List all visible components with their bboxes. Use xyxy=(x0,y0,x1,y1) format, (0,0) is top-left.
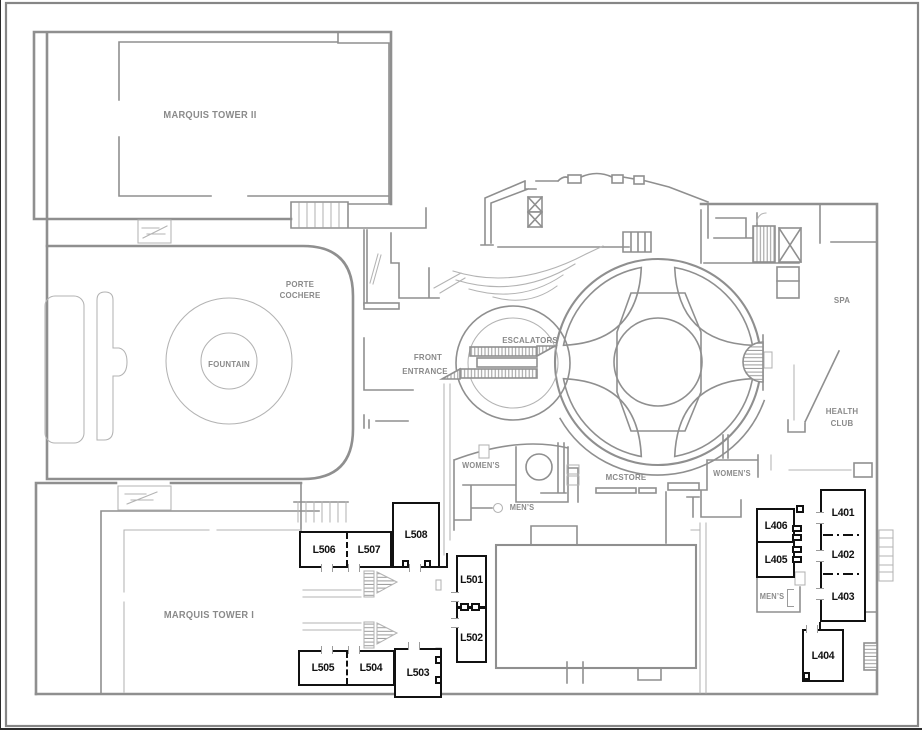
room-divider xyxy=(823,573,863,575)
label-mens-left: MEN’S xyxy=(509,503,535,512)
room-label: L506 xyxy=(312,543,335,556)
door-marker xyxy=(435,676,442,684)
escalator-arrow-up-icon xyxy=(536,345,559,358)
room-l503: L503 xyxy=(394,648,442,698)
stairs-icon xyxy=(752,225,776,263)
room-label: L402 xyxy=(831,548,855,561)
light-detail-layer xyxy=(44,202,894,694)
door-notch xyxy=(816,550,824,562)
room-l403: L403 xyxy=(822,575,864,618)
room-l401: L401 xyxy=(822,491,864,534)
room-l505: L505 xyxy=(300,652,348,684)
room-l502-label: L502 xyxy=(460,632,483,644)
door-notch xyxy=(348,564,360,572)
room-label: L406 xyxy=(764,519,787,532)
room-label: L401 xyxy=(831,506,855,519)
label-health-club-line2: CLUB xyxy=(830,418,854,428)
room-l406-l405: L406 L405 xyxy=(756,508,795,578)
room-label: L507 xyxy=(357,543,381,556)
room-label: L405 xyxy=(764,553,787,566)
door-marker xyxy=(435,656,442,664)
room-l501-label: L501 xyxy=(460,574,483,586)
door-notch xyxy=(321,646,333,654)
label-front-entrance-line1: FRONT xyxy=(413,352,443,362)
room-l506: L506 xyxy=(301,533,348,566)
room-l402: L402 xyxy=(822,536,864,573)
label-mens-right: MEN’S xyxy=(759,592,785,601)
label-womens-right: WOMEN’S xyxy=(713,469,751,478)
label-marquis-tower-2: MARQUIS TOWER II xyxy=(163,110,257,121)
door-marker xyxy=(792,525,802,532)
room-l507: L507 xyxy=(348,533,390,566)
door-notch xyxy=(321,564,333,572)
label-marquis-tower-1: MARQUIS TOWER I xyxy=(163,610,255,621)
door-marker xyxy=(792,556,802,563)
room-l406: L406 xyxy=(758,510,793,543)
atrium-rotunda xyxy=(455,257,766,481)
room-divider xyxy=(823,534,863,536)
door-notch xyxy=(451,618,459,628)
door-marker xyxy=(792,546,802,553)
spiral-stair-icon xyxy=(742,341,764,383)
room-label: L403 xyxy=(831,590,855,603)
door-marker xyxy=(471,603,480,611)
escalator-arrow-down-icon xyxy=(438,367,461,380)
outer-walls-layer xyxy=(32,30,879,696)
door-marker xyxy=(796,505,804,513)
label-front-entrance-line2: ENTRANCE xyxy=(402,366,448,376)
stairs-icon xyxy=(363,570,375,598)
door-notch xyxy=(409,564,421,572)
door-notch xyxy=(816,588,824,600)
label-mcstore: MCSTORE xyxy=(605,472,647,482)
room-l506-l507: L506 L507 xyxy=(299,531,392,568)
ballroom-walls xyxy=(494,543,698,670)
label-spa: SPA xyxy=(833,295,851,305)
page-frame xyxy=(4,1,920,728)
door-marker xyxy=(803,672,810,680)
room-l508: L508 xyxy=(392,502,440,568)
label-porte-cochere-line2: COCHERE xyxy=(279,290,321,300)
escalators-and-stairs xyxy=(363,174,878,671)
door-marker xyxy=(460,603,469,611)
door-notch xyxy=(451,592,459,602)
room-label: L508 xyxy=(404,529,428,541)
room-l405: L405 xyxy=(758,543,793,576)
room-label: L505 xyxy=(311,662,335,674)
door-marker xyxy=(402,560,409,568)
room-l505-l504: L505 L504 xyxy=(298,650,395,686)
room-l504: L504 xyxy=(348,652,393,684)
room-label: L504 xyxy=(359,662,382,674)
label-womens-left: WOMEN’S xyxy=(462,461,500,470)
room-connector-walls xyxy=(439,553,821,629)
stairs-icon xyxy=(863,642,878,671)
room-label: L503 xyxy=(406,667,430,679)
interior-walls-layer xyxy=(100,32,878,694)
door-notch xyxy=(816,512,824,524)
label-health-club-line1: HEALTH xyxy=(825,406,859,416)
label-fountain: FOUNTAIN xyxy=(208,359,250,369)
label-porte-cochere-line1: PORTE xyxy=(285,279,315,289)
door-marker xyxy=(424,560,431,568)
room-label: L404 xyxy=(811,649,835,662)
door-notch xyxy=(408,642,420,650)
door-marker xyxy=(792,534,802,541)
door-notch xyxy=(806,625,818,633)
label-escalators: ESCALATORS xyxy=(502,335,558,345)
room-l401-l402-l403: L401 L402 L403 xyxy=(820,489,866,622)
door-bracket xyxy=(787,589,794,607)
door-notch xyxy=(348,646,360,654)
stairs-icon xyxy=(363,621,375,649)
